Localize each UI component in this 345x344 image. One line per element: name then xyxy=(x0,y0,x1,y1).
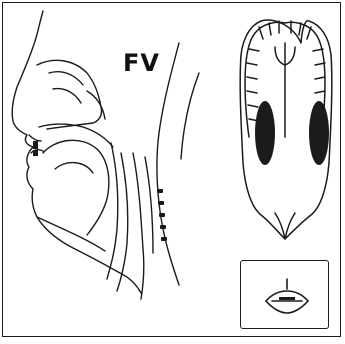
palate xyxy=(39,124,113,147)
pharynx xyxy=(107,143,118,279)
cervical-spine xyxy=(133,153,144,299)
tongue xyxy=(43,140,109,235)
jaw-line xyxy=(37,217,105,251)
sound-label: FV xyxy=(123,49,160,77)
phoneme-card: FV xyxy=(2,2,341,337)
head-back-outline xyxy=(157,43,179,285)
upper-lip xyxy=(29,135,41,141)
mouth-inset-frame xyxy=(240,260,329,329)
